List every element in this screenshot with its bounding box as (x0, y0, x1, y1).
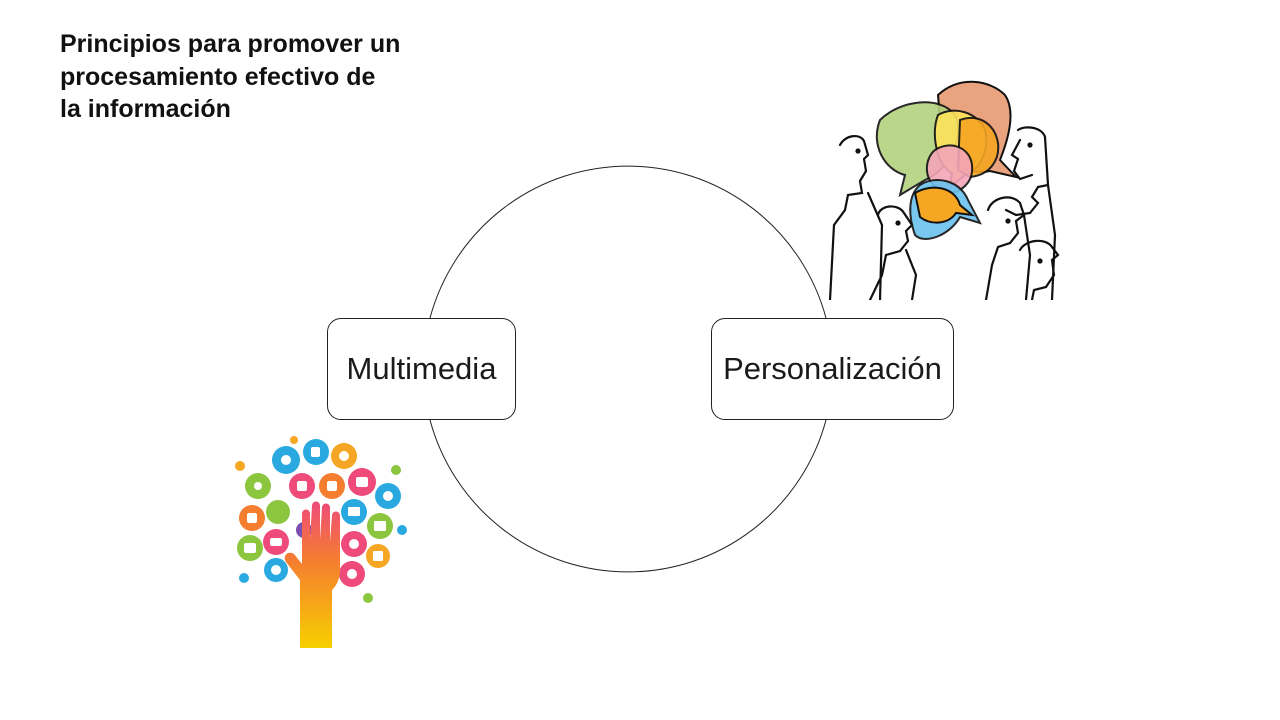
node-label: Personalización (723, 351, 942, 386)
cycle-arc-top (429, 165, 827, 319)
slide-title: Principios para promover un procesamient… (60, 30, 401, 123)
app-icons-cluster (235, 436, 407, 603)
multimedia-hand-tree-illustration (235, 436, 407, 648)
speech-bubbles-icon (875, 80, 1019, 240)
node-label: Multimedia (346, 351, 497, 386)
hand-icon (284, 501, 340, 648)
sketch-people-icon (828, 126, 1060, 300)
diagram-node-personalizacion: Personalización (711, 318, 954, 420)
cycle-arc-bottom (429, 419, 827, 573)
diagram-node-multimedia: Multimedia (327, 318, 516, 420)
people-talking-illustration (828, 80, 1060, 300)
